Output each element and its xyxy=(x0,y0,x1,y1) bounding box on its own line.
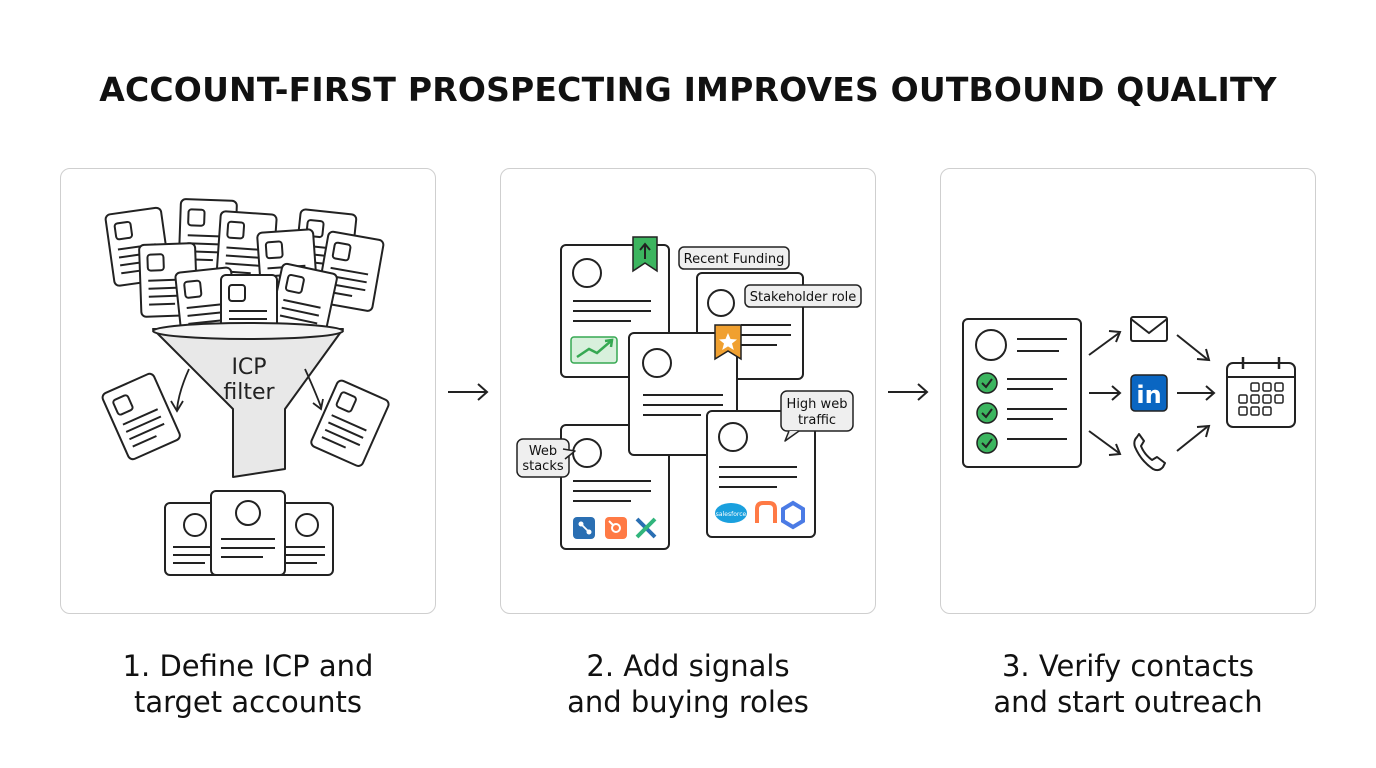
step-3-caption-line2: and start outreach xyxy=(993,685,1263,719)
funnel-label-icp: ICP xyxy=(231,355,266,380)
signals-illustration: salesforce Recent Funding Stakeholder ro… xyxy=(516,236,862,550)
hubspot-logo-icon xyxy=(605,517,627,539)
step-3-caption-line1: 3. Verify contacts xyxy=(1001,649,1254,683)
step-2-caption: 2. Add signals and buying roles xyxy=(500,648,876,720)
step-2-caption-line1: 2. Add signals xyxy=(586,649,790,683)
tag-stakeholder-role: Stakeholder role xyxy=(744,284,862,308)
funnel-shape xyxy=(152,328,344,478)
account-card-e: salesforce xyxy=(706,410,816,538)
salesforce-logo-icon: salesforce xyxy=(715,503,747,523)
svg-text:in: in xyxy=(1136,381,1161,409)
linkedin-icon: in xyxy=(1130,374,1168,412)
arrow-up-bookmark-icon xyxy=(632,236,658,273)
funnel-label-filter: filter xyxy=(223,380,275,405)
page-title: ACCOUNT-FIRST PROSPECTING IMPROVES OUTBO… xyxy=(99,70,1277,109)
rejected-card-left xyxy=(100,371,183,462)
calendar-icon xyxy=(1226,357,1296,428)
svg-text:High web: High web xyxy=(787,397,848,412)
tag-recent-funding: Recent Funding xyxy=(678,246,790,270)
step-2-panel: salesforce Recent Funding Stakeholder ro… xyxy=(500,168,876,614)
svg-text:Web: Web xyxy=(529,444,557,459)
phone-icon xyxy=(1133,433,1166,472)
step-1-caption: 1. Define ICP and target accounts xyxy=(60,648,436,720)
step-1-panel: ICP filter xyxy=(60,168,436,614)
stack-logo-6-icon xyxy=(781,500,805,530)
target-account-cards xyxy=(164,490,334,576)
check-icon xyxy=(976,432,998,454)
star-bookmark-icon xyxy=(714,324,742,361)
svg-text:traffic: traffic xyxy=(798,413,836,428)
growth-chart-icon xyxy=(570,336,618,364)
svg-text:salesforce: salesforce xyxy=(716,511,747,518)
step-1-caption-line1: 1. Define ICP and xyxy=(122,649,374,683)
tag-high-web-traffic: High web traffic xyxy=(780,390,854,442)
envelope-icon xyxy=(1130,316,1168,342)
check-icon xyxy=(976,372,998,394)
step-1-caption-line2: target accounts xyxy=(133,685,363,719)
account-card-a xyxy=(560,236,670,378)
icp-funnel-illustration: ICP filter xyxy=(100,198,392,576)
step-3-caption: 3. Verify contacts and start outreach xyxy=(940,648,1316,720)
step-2-caption-line2: and buying roles xyxy=(567,685,809,719)
step-3-panel: in xyxy=(940,168,1316,614)
flow-arrow-icon xyxy=(448,383,489,401)
outreach-illustration: in xyxy=(962,316,1296,472)
stack-logo-3-icon xyxy=(635,517,657,539)
verified-contact-card xyxy=(962,318,1082,468)
svg-text:Stakeholder role: Stakeholder role xyxy=(750,290,857,305)
check-icon xyxy=(976,402,998,424)
stack-logo-5-icon xyxy=(755,501,777,523)
tag-web-stacks: Web stacks xyxy=(516,438,576,478)
svg-text:Recent Funding: Recent Funding xyxy=(684,252,785,267)
rejected-card-right xyxy=(308,378,392,469)
svg-text:stacks: stacks xyxy=(522,459,564,474)
flow-arrow-icon xyxy=(888,383,929,401)
